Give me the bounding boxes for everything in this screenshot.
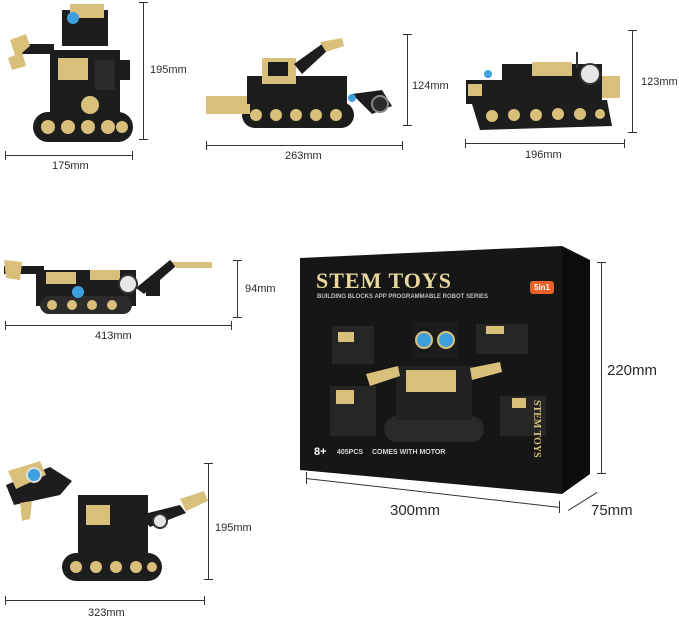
tank-width-line [465,143,625,144]
tick [465,139,466,148]
model-tank [462,34,622,134]
tick [559,501,560,513]
box-height-line [601,262,602,474]
tick [5,151,6,160]
model-dinosaur [0,455,210,585]
crane-width-label: 413mm [95,330,132,342]
excavator-width-label: 263mm [285,150,322,162]
tick [597,262,606,263]
tick [5,596,6,605]
model-robot [0,0,140,150]
tick [306,472,307,484]
box-badge: 5in1 [530,281,555,294]
box-pieces: 405PCS [337,449,364,456]
excavator-height-line [407,34,408,126]
dino-height-line [208,463,209,580]
tick [628,132,637,133]
product-box [300,246,590,496]
tick [139,139,148,140]
box-motor: COMES WITH MOTOR [372,449,446,456]
crane-width-line [5,325,232,326]
model-crane [0,250,230,325]
crane-height-label: 94mm [245,283,276,295]
robot-height-line [143,2,144,140]
tick [403,34,412,35]
robot-width-label: 175mm [52,160,89,172]
tick [403,125,412,126]
tick [206,141,207,150]
tick [231,321,232,330]
box-height-label: 220mm [607,362,658,379]
box-depth-label: 75mm [591,502,633,519]
tick [5,321,6,330]
excavator-width-line [206,145,403,146]
tank-width-label: 196mm [525,149,562,161]
tank-height-line [632,30,633,133]
tick [139,2,148,3]
box-subtitle: BUILDING BLOCKS APP PROGRAMMABLE ROBOT S… [317,294,489,300]
dino-height-label: 195mm [215,522,252,534]
tick [204,579,213,580]
tick [628,30,637,31]
excavator-height-label: 124mm [412,80,449,92]
tick [204,463,213,464]
robot-height-label: 195mm [150,64,187,76]
model-excavator [202,34,402,134]
box-age: 8+ [314,446,327,458]
tick [233,317,242,318]
tick [204,596,205,605]
tick [624,139,625,148]
dino-width-line [5,600,205,601]
dino-width-label: 323mm [88,607,125,619]
tank-height-label: 123mm [641,76,678,88]
robot-width-line [5,155,133,156]
box-title: STEM TOYS [316,268,452,293]
box-side-text: STEM TOYS [531,400,542,458]
tick [597,473,606,474]
tick [233,260,242,261]
box-width-label: 300mm [390,502,441,519]
tick [402,141,403,150]
crane-height-line [237,260,238,318]
tick [132,151,133,160]
